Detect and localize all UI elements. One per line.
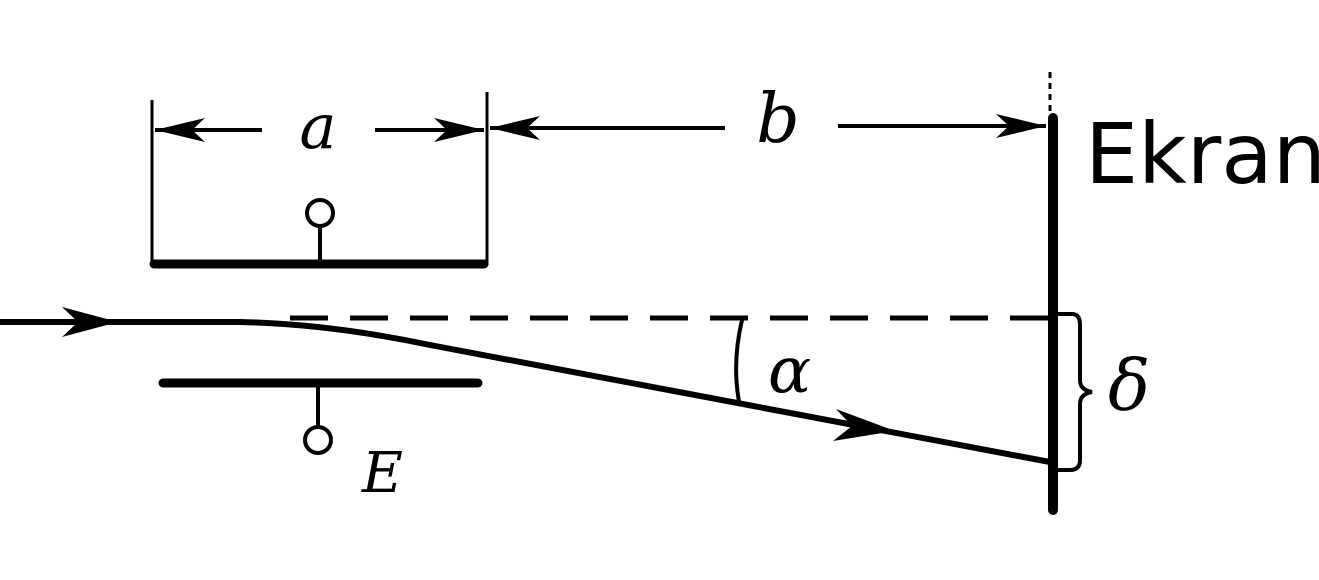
- field-label: E: [361, 441, 403, 506]
- arrowhead-right-icon: [434, 118, 484, 142]
- angle-alpha: α: [734, 319, 811, 408]
- dimension-b-label: b: [756, 80, 800, 159]
- brace-icon: [1058, 312, 1093, 472]
- beam-entry-arrow-icon: [62, 307, 118, 337]
- deflection-brace: δ: [1058, 312, 1150, 472]
- lower-plate: E: [158, 378, 483, 506]
- lower-terminal-icon: [303, 425, 333, 455]
- upper-terminal-icon: [305, 198, 335, 228]
- angle-arc: [734, 319, 744, 403]
- electron-beam: [0, 307, 1053, 465]
- beam-path: [0, 319, 1053, 465]
- arrowhead-right-icon: [996, 114, 1046, 138]
- dimension-a: a: [155, 90, 484, 163]
- beam-direction-arrow-icon: [833, 409, 895, 441]
- dimension-a-label: a: [300, 90, 337, 163]
- arrowhead-left-icon: [490, 116, 540, 140]
- angle-label: α: [768, 334, 811, 408]
- deflection-label: δ: [1108, 345, 1150, 427]
- arrowhead-left-icon: [155, 118, 205, 142]
- upper-plate: [149, 198, 489, 269]
- dimension-b: b: [490, 80, 1046, 159]
- screen-label: Ekran: [1085, 105, 1319, 203]
- screen: Ekran: [1048, 105, 1319, 515]
